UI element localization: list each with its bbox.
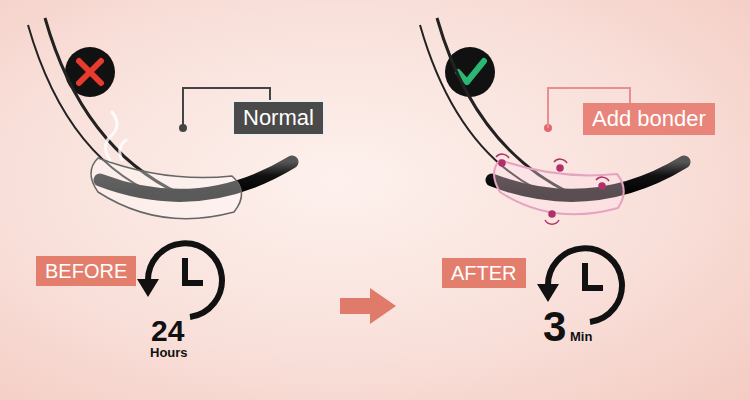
- box-text: Add bonder: [592, 106, 706, 132]
- callout-box: Add bonder: [583, 103, 715, 135]
- box-text: Normal: [243, 105, 314, 131]
- box-text: BEFORE: [45, 259, 127, 283]
- time-number: 24: [151, 316, 184, 346]
- time-unit: Min: [570, 330, 592, 343]
- box-text: AFTER: [451, 261, 517, 285]
- time-number: 3: [543, 306, 566, 348]
- arrow: [340, 288, 396, 324]
- correct-mark: [445, 47, 495, 97]
- callout-box: Normal: [232, 100, 325, 136]
- clock-icon: [137, 243, 222, 317]
- stage-label: BEFORE: [36, 256, 136, 286]
- time-unit: Hours: [150, 346, 188, 359]
- stage-label: AFTER: [442, 258, 526, 288]
